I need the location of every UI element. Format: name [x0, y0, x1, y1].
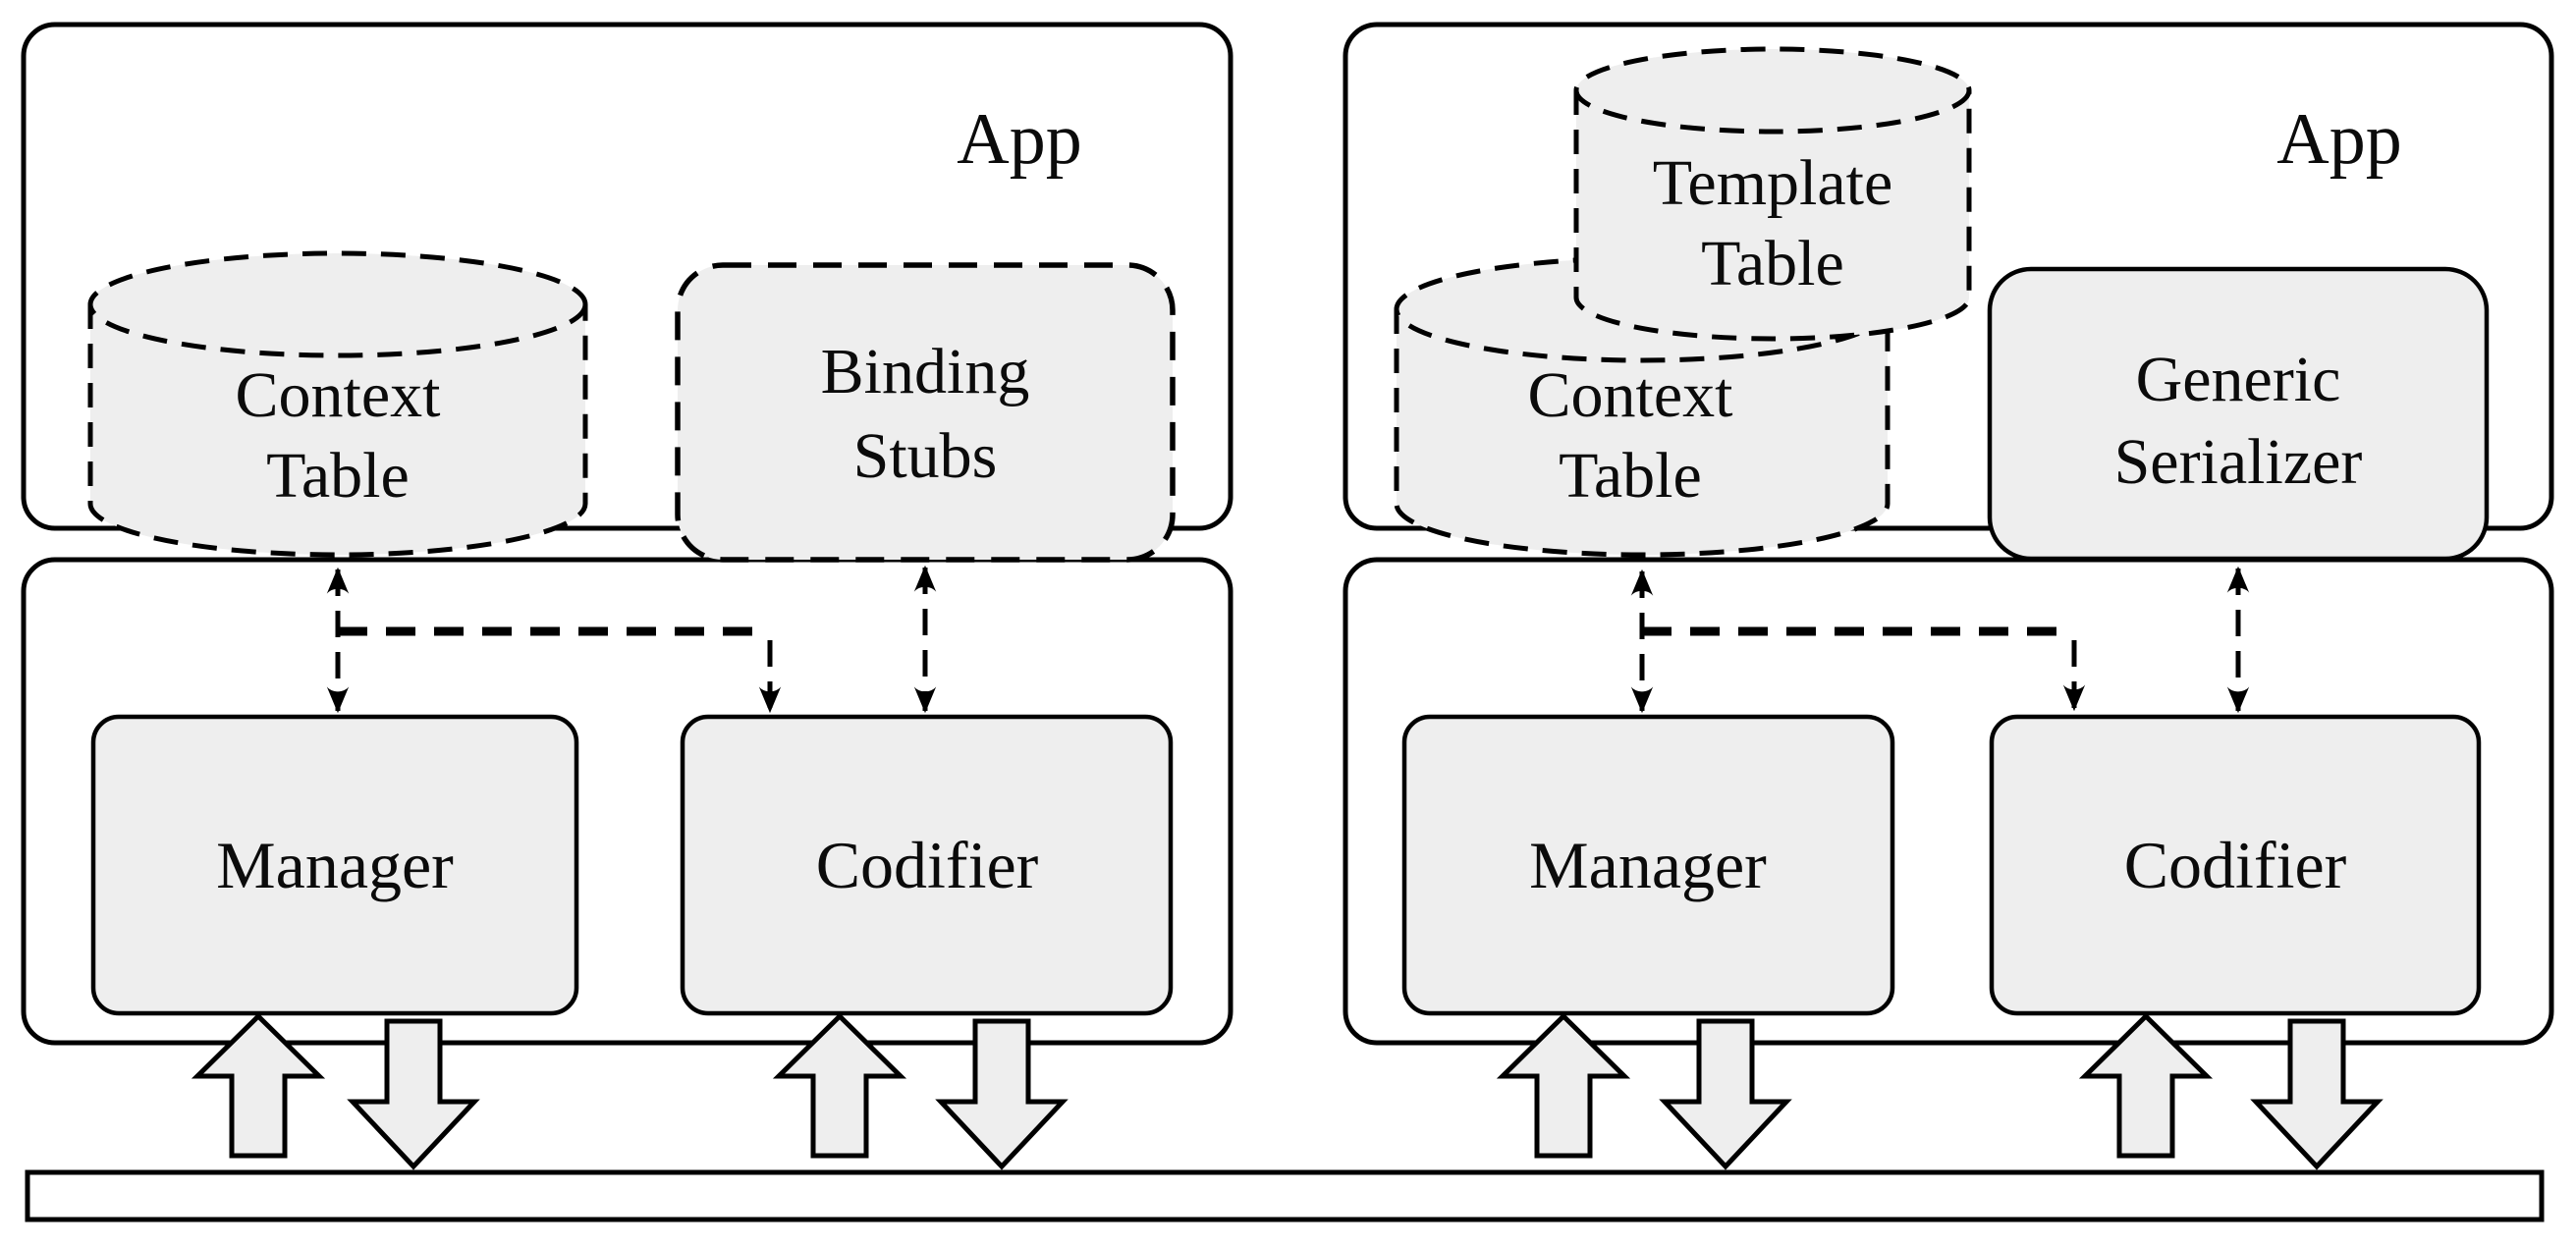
context-table-label-line2-left: Table [266, 440, 410, 512]
manager-box-left [90, 714, 579, 1016]
bus-up-arrow-manager-right [1496, 1012, 1631, 1159]
bus-down-arrow-codifier-right [2250, 1018, 2384, 1170]
bus-up-arrow-codifier-right [2078, 1012, 2214, 1159]
binding-stubs-label-line1-left: Binding [821, 336, 1030, 407]
left-panel: App Context Table Binding Stubs Manager … [21, 22, 1233, 1170]
bus-down-arrow-manager-right [1659, 1018, 1792, 1170]
app-label-right: App [2276, 99, 2401, 180]
template-table-cylinder-top-right [1573, 46, 1972, 135]
bus-down-arrow-codifier-left [935, 1018, 1069, 1170]
context-table-cylinder-body-left [87, 304, 588, 558]
template-table-cylinder-body-right [1573, 90, 1972, 342]
template-table-label-line2-right: Table [1701, 228, 1844, 299]
codifier-label-left: Codifier [816, 828, 1039, 902]
manager-label-left: Manager [216, 828, 454, 902]
context-table-label-line1-left: Context [236, 359, 441, 431]
right-panel: App Template Table Context Table Generic… [1343, 22, 2554, 1170]
bus-up-arrow-codifier-left [772, 1012, 907, 1159]
system-bus-bar [25, 1169, 2545, 1222]
generic-serializer-box-right [1987, 266, 2490, 562]
template-table-store-right: Template Table [1573, 46, 1972, 342]
context-table-label-line1-right: Context [1528, 359, 1733, 431]
generic-serializer-label-line1-right: Generic [2136, 344, 2341, 415]
bus-down-arrow-manager-left [347, 1018, 480, 1170]
context-table-cylinder-body-right [1394, 309, 1891, 558]
codifier-label-right: Codifier [2124, 828, 2347, 902]
binding-stubs-store-left: Binding Stubs [675, 262, 1176, 563]
generic-serializer-label-line2-right: Serializer [2114, 426, 2363, 498]
codifier-box-right [1989, 714, 2482, 1016]
context-table-cylinder-top-left [87, 250, 588, 358]
app-label-left: App [957, 99, 1081, 180]
template-table-label-line1-right: Template [1653, 147, 1893, 219]
manager-label-right: Manager [1529, 828, 1767, 902]
context-table-label-line2-right: Table [1559, 440, 1702, 512]
manager-box-right [1401, 714, 1895, 1016]
binding-stubs-label-line2-left: Stubs [853, 420, 998, 492]
binding-stubs-box-left [675, 262, 1176, 563]
codifier-box-left [680, 714, 1174, 1016]
generic-serializer-store-right: Generic Serializer [1987, 266, 2490, 562]
bus-up-arrow-manager-left [191, 1012, 326, 1159]
context-table-store-left: Context Table [87, 250, 588, 558]
